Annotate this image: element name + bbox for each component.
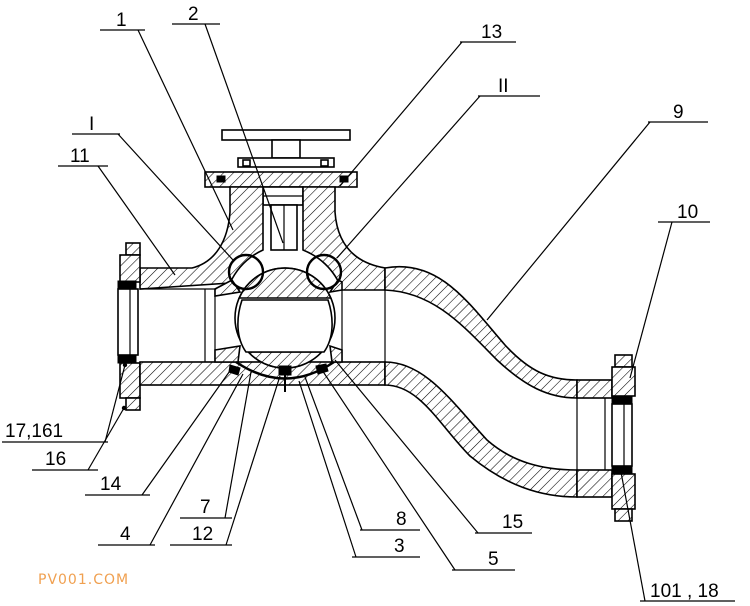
leader-10	[629, 221, 673, 379]
callout-2: 2	[172, 4, 284, 244]
left-flange-bottom	[119, 362, 141, 399]
callout-8: 8	[304, 376, 420, 531]
leader-16	[87, 407, 125, 471]
callout-11: 11	[58, 146, 176, 276]
leader-dot-16	[121, 405, 127, 411]
leader-II	[336, 95, 481, 259]
label-9: 9	[673, 102, 684, 123]
gland-plate	[237, 157, 335, 168]
right-pipe-top-wall	[576, 379, 613, 399]
leader-dot-17-161	[122, 362, 128, 368]
right-flange-bottom-lip	[614, 508, 633, 522]
left-gasket-top	[117, 280, 137, 290]
right-flange-bottom	[611, 473, 636, 510]
gland-bolt-left	[242, 159, 251, 167]
label-17-161: 17,161	[5, 421, 63, 442]
callout-9: 9	[486, 102, 708, 321]
label-7: 7	[200, 497, 211, 518]
right-flange-top-lip	[614, 354, 633, 368]
leader-1	[137, 29, 234, 231]
leader-3	[298, 380, 357, 558]
seal-left	[228, 364, 241, 376]
label-1: 1	[116, 10, 127, 31]
label-14: 14	[100, 474, 122, 495]
callout-1: 1	[100, 10, 234, 231]
leader-13	[339, 41, 463, 187]
callout-12: 12	[170, 375, 281, 546]
leader-2	[204, 23, 284, 244]
detail-circle-II	[305, 253, 343, 291]
leader-5	[321, 369, 456, 571]
leader-9	[486, 121, 651, 321]
callout-14: 14	[85, 367, 233, 496]
right-gasket-top	[611, 395, 633, 405]
callout-101-18: 101 , 18	[618, 469, 735, 602]
label-I: I	[89, 114, 94, 135]
right-pipe-bottom-wall	[576, 469, 613, 498]
label-3: 3	[394, 536, 405, 557]
right-seat-bottom	[329, 344, 343, 363]
label-10: 10	[677, 202, 698, 223]
leader-8	[304, 376, 363, 531]
leader-I	[117, 133, 234, 261]
leader-12	[225, 375, 281, 546]
label-4: 4	[120, 524, 131, 545]
watermark-text: PV001.COM	[38, 572, 129, 588]
label-5: 5	[488, 549, 499, 570]
body-right-wall	[302, 186, 386, 291]
callout-15: 15	[334, 359, 532, 534]
callout-16: 16	[32, 405, 127, 471]
gland-bolt-right	[320, 159, 329, 167]
left-flange-top	[119, 254, 141, 283]
callout-17-161: 17,161	[2, 362, 128, 443]
handle-plate	[221, 129, 351, 141]
callout-10: 10	[629, 202, 710, 379]
callout-4: 4	[98, 373, 244, 546]
ball-bore	[237, 299, 333, 353]
leader-7	[224, 371, 252, 519]
callout-I: I	[72, 114, 234, 261]
label-12: 12	[192, 524, 213, 545]
leader-101-18	[620, 471, 646, 602]
left-flange-bore	[117, 288, 139, 356]
callout-7: 7	[180, 371, 252, 519]
seal-right	[315, 363, 329, 375]
callout-3: 3	[298, 380, 420, 558]
callout-13: 13	[339, 22, 516, 187]
label-101-18: 101 , 18	[650, 581, 719, 602]
body-bottom-wall	[139, 361, 386, 386]
leader-4	[149, 373, 244, 546]
leader-dot-101-18	[618, 469, 624, 475]
left-seat-bottom	[214, 345, 241, 363]
body-left-wall	[139, 186, 264, 290]
label-15: 15	[502, 512, 523, 533]
callout-5: 5	[321, 369, 515, 571]
label-16: 16	[45, 449, 66, 470]
detail-circle-I	[227, 253, 265, 291]
callout-II: II	[336, 76, 540, 259]
left-gasket-bottom	[117, 354, 137, 364]
label-13: 13	[481, 22, 502, 43]
leader-14	[141, 367, 233, 496]
left-flange-top-lip	[125, 242, 141, 256]
leader-17-161	[104, 364, 126, 443]
seal-center	[278, 365, 292, 376]
leader-15	[334, 359, 479, 534]
ball-top-cap	[237, 267, 333, 299]
bonnet-bolt-left	[216, 175, 226, 183]
label-2: 2	[188, 4, 199, 25]
label-8: 8	[396, 509, 407, 530]
stem-neck	[271, 139, 301, 159]
right-flange-bore	[611, 403, 633, 467]
left-flange-bottom-lip	[125, 397, 141, 411]
leader-11	[97, 165, 176, 276]
label-11: 11	[70, 146, 90, 167]
bonnet-flange	[204, 171, 358, 188]
label-II: II	[498, 76, 509, 97]
